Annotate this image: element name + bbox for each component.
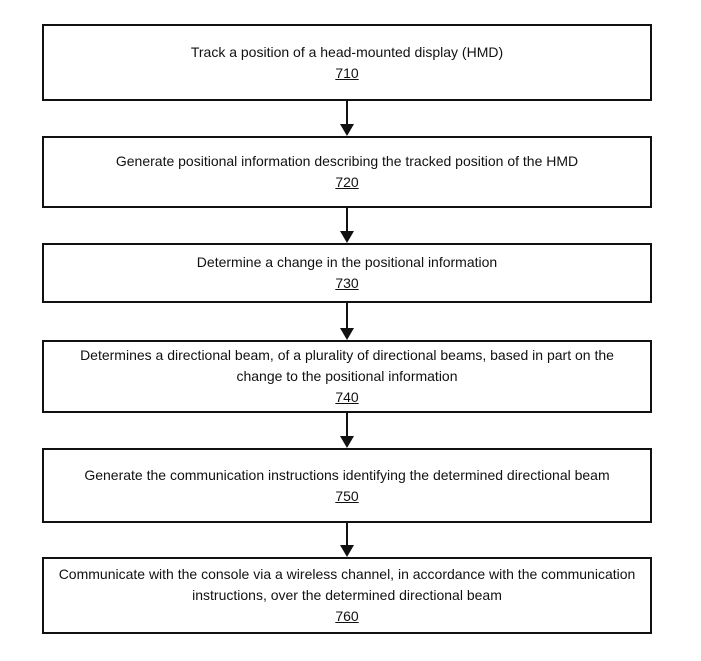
step-text: Track a position of a head-mounted displ…: [190, 43, 504, 60]
flow-step-720: Generate positional information describi…: [42, 136, 652, 208]
flow-arrow-720-730: [340, 208, 354, 243]
arrow-head-icon: [340, 436, 354, 448]
flow-arrow-710-720: [340, 101, 354, 136]
step-number: 730: [335, 275, 359, 291]
arrow-stem: [346, 208, 348, 231]
step-text: Determine a change in the positional inf…: [196, 254, 498, 270]
step-text: Determines a directional beam, of a plur…: [80, 347, 614, 384]
arrow-stem: [346, 101, 348, 124]
step-number: 710: [335, 64, 359, 81]
step-number: 720: [335, 174, 359, 190]
arrow-stem: [346, 303, 348, 328]
arrow-stem: [346, 413, 348, 436]
flow-step-750: Generate the communication instructions …: [42, 448, 652, 523]
arrow-head-icon: [340, 328, 354, 340]
flow-step-760: Communicate with the console via a wirel…: [42, 557, 652, 634]
flow-step-740: Determines a directional beam, of a plur…: [42, 340, 652, 413]
flow-arrow-730-740: [340, 303, 354, 340]
arrow-stem: [346, 523, 348, 545]
step-text: Communicate with the console via a wirel…: [58, 566, 636, 603]
step-number: 740: [335, 389, 359, 405]
step-text: Generate positional information describi…: [115, 153, 579, 169]
flow-arrow-740-750: [340, 413, 354, 448]
arrow-head-icon: [340, 231, 354, 243]
step-number: 760: [335, 608, 359, 624]
flow-step-710: Track a position of a head-mounted displ…: [42, 24, 652, 101]
arrow-head-icon: [340, 545, 354, 557]
step-text: Generate the communication instructions …: [84, 466, 610, 483]
arrow-head-icon: [340, 124, 354, 136]
flow-step-730: Determine a change in the positional inf…: [42, 243, 652, 303]
step-number: 750: [335, 487, 359, 504]
flow-arrow-750-760: [340, 523, 354, 557]
